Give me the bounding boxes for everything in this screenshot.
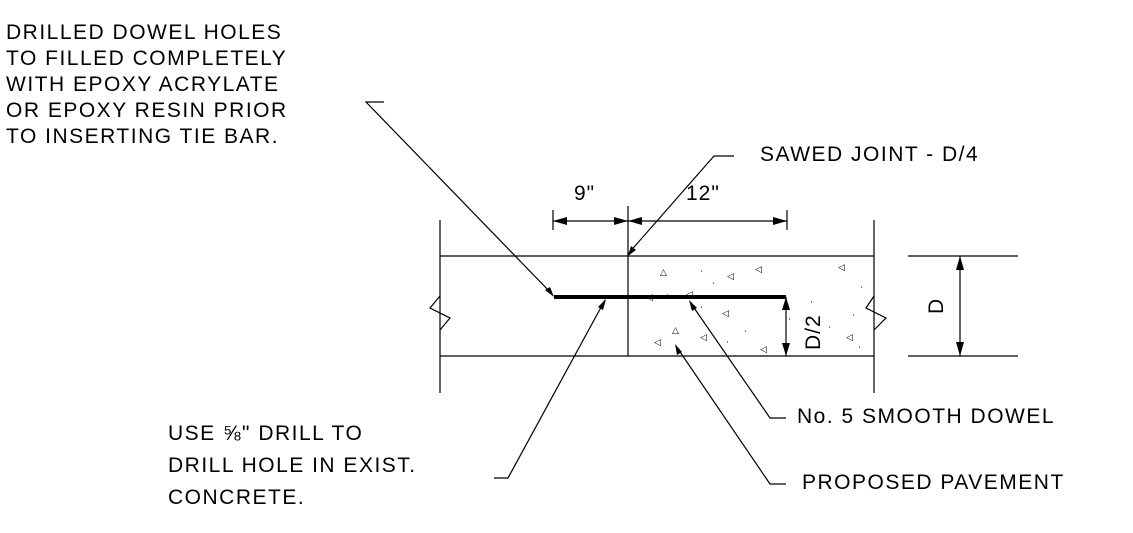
leader-pavement xyxy=(675,344,786,485)
epoxy-note-line: TO FILLED COMPLETELY xyxy=(6,47,288,70)
leader-drill-note xyxy=(494,299,606,479)
svg-text:·: · xyxy=(700,303,703,313)
break-line-left xyxy=(429,295,451,331)
sawed-joint-note: SAWED JOINT - D/4 xyxy=(760,143,980,166)
svg-text:◁: ◁ xyxy=(755,265,762,275)
half-depth-dimension xyxy=(782,297,790,356)
svg-text:·: · xyxy=(744,327,747,337)
svg-text:△: △ xyxy=(660,268,667,278)
dowel-note: No. 5 SMOOTH DOWEL xyxy=(797,405,1056,428)
dimension-depth: D xyxy=(925,298,948,314)
svg-text:◁: ◁ xyxy=(727,272,734,282)
svg-text:△: △ xyxy=(672,326,679,336)
svg-text:·: · xyxy=(788,315,791,325)
svg-text:·: · xyxy=(726,338,729,348)
epoxy-note-line: OR EPOXY RESIN PRIOR xyxy=(6,99,288,122)
svg-text:◁: ◁ xyxy=(846,333,853,343)
svg-text:·: · xyxy=(860,283,863,293)
epoxy-note-line: TO INSERTING TIE BAR. xyxy=(6,125,280,148)
drill-note-line-2: DRILL HOLE IN EXIST. xyxy=(168,454,417,477)
dimension-left-width: 9" xyxy=(574,182,595,205)
svg-text:◁: ◁ xyxy=(654,338,661,348)
svg-text:◁: ◁ xyxy=(838,263,845,273)
svg-text:◁: ◁ xyxy=(700,333,707,343)
drill-note: USE ⅝" DRILL TO DRILL HOLE IN EXIST. CON… xyxy=(168,418,417,514)
leader-dowel xyxy=(689,300,786,419)
width-dimension xyxy=(552,206,788,256)
pavement-note: PROPOSED PAVEMENT xyxy=(802,471,1065,494)
svg-text:◁: ◁ xyxy=(722,309,729,319)
svg-text:·: · xyxy=(828,323,831,333)
slab-outline xyxy=(439,220,875,393)
svg-text:·: · xyxy=(852,311,855,321)
break-line-right xyxy=(865,295,888,331)
svg-text:·: · xyxy=(700,267,703,277)
concrete-hatching: △ ◁ ◁ ◁ · · · ◁ · ◁ · ◁ · · ◁ △ ◁ · · ◁ … xyxy=(646,263,863,355)
depth-dimension xyxy=(908,255,1018,357)
svg-text:·: · xyxy=(858,343,861,353)
epoxy-note: DRILLED DOWEL HOLES TO FILLED COMPLETELY… xyxy=(6,20,288,150)
leader-sawed-joint xyxy=(627,155,734,256)
svg-text:·: · xyxy=(810,298,813,308)
dimension-right-width: 12" xyxy=(686,182,720,205)
svg-text:◁: ◁ xyxy=(760,345,767,355)
dimension-half-depth: D/2 xyxy=(802,314,825,350)
drill-note-line-1: USE ⅝" DRILL TO xyxy=(168,422,364,445)
drill-note-line-3: CONCRETE. xyxy=(168,486,306,509)
svg-text:·: · xyxy=(712,279,715,289)
epoxy-note-line: DRILLED DOWEL HOLES xyxy=(6,21,283,44)
epoxy-note-line: WITH EPOXY ACRYLATE xyxy=(6,73,280,96)
leader-epoxy-note xyxy=(364,101,554,297)
